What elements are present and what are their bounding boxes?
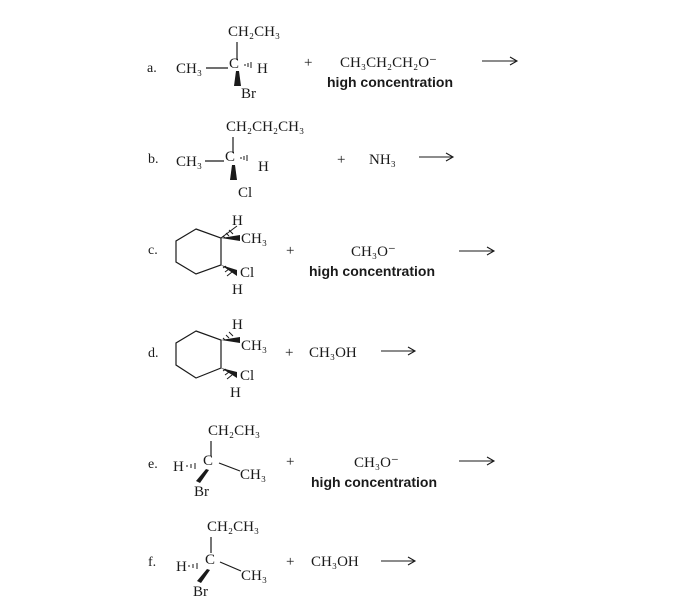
hashed-wedge-bond [222, 265, 233, 277]
problem-f: f. CH₂CH₃ H C CH₃ Br + CH₃OH [148, 519, 417, 600]
substituent-left: CH₃ [176, 154, 202, 170]
bond-line [218, 462, 241, 472]
solid-wedge-bond [196, 469, 209, 483]
substituent-bottom: Br [241, 86, 256, 102]
solid-wedge-bond [221, 265, 237, 276]
hydrogen-bottom: H [232, 282, 243, 298]
reagent: CH₃OH [309, 345, 357, 361]
hashed-wedge-bond [186, 463, 196, 469]
hashed-wedge-bond [240, 155, 248, 161]
solid-wedge-bond [230, 165, 237, 180]
substituent-top: CH₂CH₂CH₃ [226, 119, 304, 135]
condition: high concentration [327, 74, 453, 90]
bond-line [219, 561, 242, 572]
hashed-wedge-bond [244, 62, 252, 68]
substituent-right: H [258, 159, 269, 175]
plus-sign: + [285, 345, 293, 361]
problem-a: a. CH₂CH₃ CH₃ C H Br + CH₃CH₂CH₂O⁻ high … [147, 24, 519, 102]
plus-sign: + [304, 55, 312, 71]
substituent-top: CH₂CH₃ [207, 519, 259, 535]
substituent-bottom: Cl [240, 368, 254, 384]
hashed-wedge-bond [188, 563, 198, 569]
substituent-top: CH₂CH₃ [228, 24, 280, 40]
substituent-top: CH₂CH₃ [208, 423, 260, 439]
problem-c: c. H CH₃ Cl H + CH₃O⁻ high concentration [148, 213, 496, 298]
stereocenter-carbon: C [225, 149, 235, 165]
solid-wedge-bond [221, 368, 237, 378]
substituent-top: CH₃ [241, 338, 267, 354]
hydrogen-top: H [232, 213, 243, 229]
reaction-arrow [459, 246, 496, 256]
substituent-right: CH₃ [241, 568, 267, 584]
reagent: NH₃ [369, 152, 396, 168]
solid-wedge-bond [234, 71, 241, 86]
stereocenter-carbon: C [229, 56, 239, 72]
hydrogen-bottom: H [230, 385, 241, 401]
cyclohexane-ring [175, 228, 222, 275]
problem-b: b. CH₂CH₂CH₃ CH₃ C H Cl + NH₃ [148, 119, 455, 201]
substituent-right: CH₃ [240, 467, 266, 483]
solid-wedge-bond [221, 337, 240, 343]
substituent-bottom: Br [194, 484, 209, 500]
reagent: CH₃O⁻ [351, 244, 396, 260]
reagent: CH₃CH₂CH₂O⁻ [340, 55, 437, 71]
hashed-wedge-bond [222, 368, 233, 380]
problem-label: b. [148, 152, 159, 167]
reaction-arrow [482, 56, 519, 66]
reagent: CH₃OH [311, 554, 359, 570]
problem-label: d. [148, 346, 159, 361]
reaction-arrow [459, 456, 496, 466]
solid-wedge-bond [197, 569, 210, 583]
substituent-left: H [176, 559, 187, 575]
problem-e: e. CH₂CH₃ H C CH₃ Br + CH₃O⁻ high concen… [148, 423, 496, 500]
reagent: CH₃O⁻ [354, 455, 399, 471]
substituent-left: CH₃ [176, 61, 202, 77]
problem-label: e. [148, 457, 158, 472]
hydrogen-top: H [232, 317, 243, 333]
reaction-arrow [381, 556, 417, 566]
substituent-bottom: Cl [238, 185, 252, 201]
problem-label: f. [148, 555, 156, 570]
stereocenter-carbon: C [205, 552, 215, 568]
stereocenter-carbon: C [203, 453, 213, 469]
reaction-arrow [419, 152, 455, 162]
problem-label: c. [148, 243, 158, 258]
substituent-bottom: Br [193, 584, 208, 600]
plus-sign: + [337, 152, 345, 168]
reaction-arrow [381, 346, 417, 356]
problem-d: d. H CH₃ Cl H + CH₃OH [148, 317, 417, 401]
plus-sign: + [286, 554, 294, 570]
plus-sign: + [286, 243, 294, 259]
substituent-left: H [173, 459, 184, 475]
substituent-right: H [257, 61, 268, 77]
substituent-bottom: Cl [240, 265, 254, 281]
plus-sign: + [286, 454, 294, 470]
cyclohexane-ring [175, 330, 222, 379]
condition: high concentration [311, 474, 437, 490]
condition: high concentration [309, 263, 435, 279]
substituent-top: CH₃ [241, 231, 267, 247]
problem-label: a. [147, 61, 157, 76]
solid-wedge-bond [221, 235, 240, 241]
